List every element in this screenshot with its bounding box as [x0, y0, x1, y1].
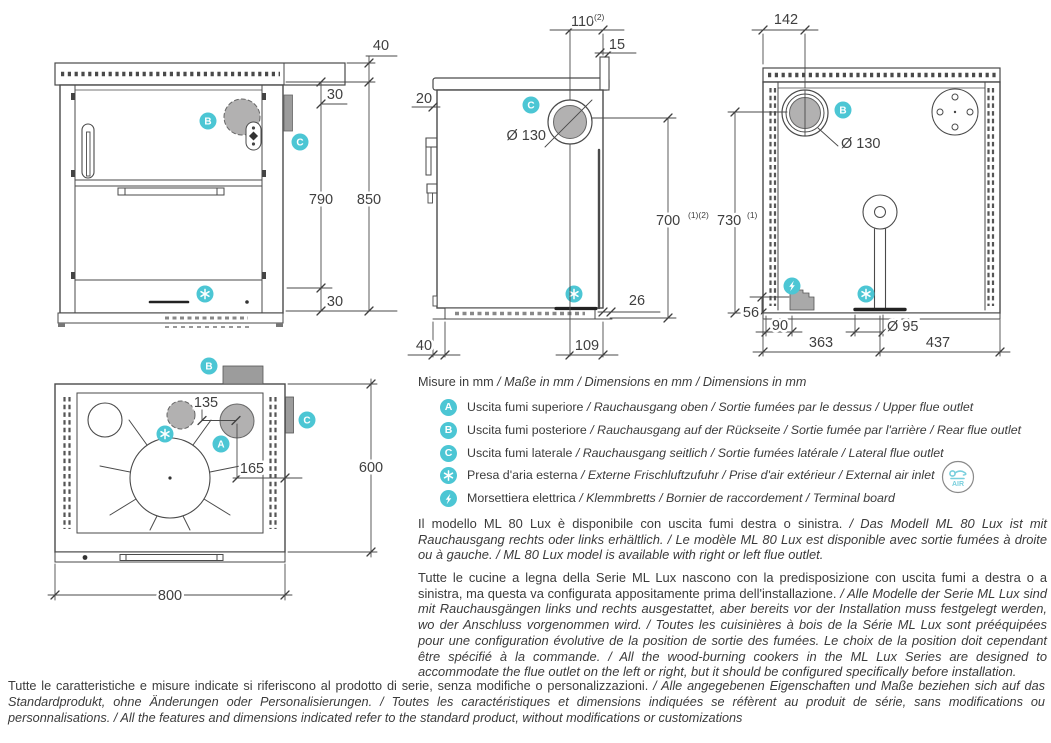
- small-plate: [87, 402, 123, 438]
- legend-item-air-inlet: Presa d'aria esterna / Externe Frischluf…: [440, 460, 975, 498]
- dim-flue-height: 700: [656, 213, 680, 229]
- top-markers: B C A: [156, 357, 316, 453]
- legend-label: Uscita fumi laterale: [467, 445, 573, 460]
- top-dims: 135 165 600 800: [47, 378, 386, 607]
- front-view: [54, 62, 346, 328]
- paragraph-translations: / Alle Modelle der Serie ML Lux sind mit…: [418, 585, 1047, 680]
- dim-total-height: 850: [357, 192, 381, 208]
- oven-handle: [117, 187, 225, 196]
- marker-c-icon: C: [296, 138, 303, 149]
- dim-air-left-offset: 363: [809, 335, 833, 351]
- footer-translations: / Alle angegebenen Eigenschaften und Maß…: [8, 679, 1045, 725]
- dim-flue-gap: 135: [194, 395, 218, 411]
- rear-markers: B: [783, 101, 875, 303]
- dim-back-gap: 26: [629, 293, 645, 309]
- units-note: Misure in mm / Maße in mm / Dimensions e…: [418, 375, 1048, 389]
- legend-label-translations: / Rauchausgang oben / Sortie fumées par …: [586, 400, 974, 414]
- air-badge-label: AIR: [952, 481, 964, 488]
- legend-item-lateral-flue: C Uscita fumi laterale / Rauchausgang se…: [440, 444, 944, 462]
- air-inlet-icon: [440, 467, 457, 484]
- legend-item-upper-flue: A Uscita fumi superiore / Rauchausgang o…: [440, 399, 974, 416]
- air-inlet-icon: [857, 285, 875, 303]
- lateral-flue-stub: [285, 396, 294, 434]
- dim-splashback-depth: 15: [609, 37, 625, 53]
- dim-flue-diameter: Ø 130: [841, 136, 881, 152]
- legend-label: Uscita fumi superiore: [467, 400, 584, 414]
- dim-air-right-offset: 437: [926, 335, 950, 351]
- legend-label: Uscita fumi posteriore: [467, 423, 587, 437]
- side-view: [425, 56, 613, 320]
- legend-label: Morsettiera elettrica: [467, 491, 576, 505]
- dim-depth: 600: [359, 460, 383, 476]
- legend-label-translations: / Externe Frischluftzufuhr / Prise d'air…: [580, 468, 935, 482]
- dim-body-height: 790: [309, 192, 333, 208]
- dim-terminal-offset: 90: [772, 318, 788, 334]
- bolt-plate: [931, 88, 979, 136]
- dim-air-diameter: Ø 95: [887, 319, 918, 335]
- paragraph-primary: Tutte le cucine a legna della Serie ML L…: [418, 570, 1047, 601]
- paragraph-primary: Il modello ML 80 Lux è disponibile con u…: [418, 516, 843, 531]
- dim-flue-offset: 142: [774, 12, 798, 28]
- legend-label-translations: / Rauchausgang auf der Rückseite / Sorti…: [590, 423, 1022, 437]
- footer-primary: Tutte le caratteristiche e misure indica…: [8, 679, 649, 693]
- marker-b-icon: B: [839, 106, 846, 117]
- dim-plinth-height: 30: [327, 294, 343, 310]
- side-dims: 110 (2) 15 20 Ø 130 700 (1)(2) 26 40 109: [407, 10, 711, 360]
- configuration-paragraph: Tutte le cucine a legna della Serie ML L…: [418, 570, 1047, 680]
- dim-terminal-height: 56: [743, 305, 759, 321]
- marker-c-icon: C: [527, 101, 534, 112]
- paragraph-translations: / Das Modell ML 80 Lux ist mit Rauchausg…: [418, 516, 1047, 563]
- dim-flue-offset-note: (2): [594, 12, 605, 22]
- dim-flue-diameter: Ø 130: [507, 128, 547, 144]
- lateral-flue-stub: [283, 94, 293, 132]
- front-markers: B C: [196, 112, 309, 303]
- air-inlet-icon: [156, 425, 174, 443]
- terminal-icon: [440, 490, 457, 507]
- dim-flue-height: 730: [717, 213, 741, 229]
- dim-width: 800: [158, 588, 182, 604]
- terminal-icon: [783, 277, 801, 295]
- marker-a-icon: A: [440, 399, 457, 416]
- rear-dims: 142 Ø 130 730 (1) 56 90 Ø 95 363 437: [715, 10, 1011, 357]
- units-note-secondary: / Maße in mm / Dimensions en mm / Dimens…: [497, 375, 807, 389]
- marker-c-icon: C: [303, 416, 310, 427]
- front-dims: 40 30 790 850 30: [285, 36, 398, 316]
- dim-worktop-thickness: 40: [373, 38, 389, 54]
- air-inlet-icon: [565, 285, 583, 303]
- top-view: [54, 365, 294, 563]
- upper-flue-alt: [166, 400, 196, 430]
- marker-a-icon: A: [217, 440, 224, 451]
- dim-flue-height-note: (1)(2): [688, 210, 709, 220]
- footer-disclaimer: Tutte le caratteristiche e misure indica…: [8, 679, 1045, 726]
- legend-label-translations: / Klemmbretts / Bornier de raccordement …: [579, 491, 895, 505]
- rear-flue-stub: [222, 365, 264, 385]
- dim-worktop-overhang: 20: [416, 91, 432, 107]
- air-inlet-icon: [196, 285, 214, 303]
- dim-flue-back-offset: 109: [575, 338, 599, 354]
- legend-label: Presa d'aria esterna: [467, 468, 578, 482]
- air-badge: AIR: [941, 460, 975, 498]
- technical-drawing: B C 40 30 790 850 30: [47, 10, 1011, 607]
- rear-view: [762, 67, 1001, 320]
- marker-b-icon: B: [440, 422, 457, 439]
- dim-flue-side-offset: 165: [240, 461, 264, 477]
- marker-b-icon: B: [204, 117, 211, 128]
- legend-item-terminal-board: Morsettiera elettrica / Klemmbretts / Bo…: [440, 490, 895, 507]
- legend-item-rear-flue: B Uscita fumi posteriore / Rauchausgang …: [440, 422, 1022, 439]
- marker-b-icon: B: [205, 362, 212, 373]
- units-note-primary: Misure in mm: [418, 375, 494, 389]
- air-pipe: [853, 194, 907, 312]
- dim-plinth-recess: 40: [416, 338, 432, 354]
- dim-top-gap: 30: [327, 87, 343, 103]
- dim-flue-height-note: (1): [747, 210, 758, 220]
- legend-label-translations: / Rauchausgang seitlich / Sortie fumées …: [575, 445, 944, 460]
- marker-c-icon: C: [440, 444, 457, 462]
- legend: Misure in mm / Maße in mm / Dimensions e…: [418, 375, 1048, 510]
- availability-paragraph: Il modello ML 80 Lux è disponibile con u…: [418, 516, 1047, 563]
- dim-flue-offset: 110: [571, 14, 594, 30]
